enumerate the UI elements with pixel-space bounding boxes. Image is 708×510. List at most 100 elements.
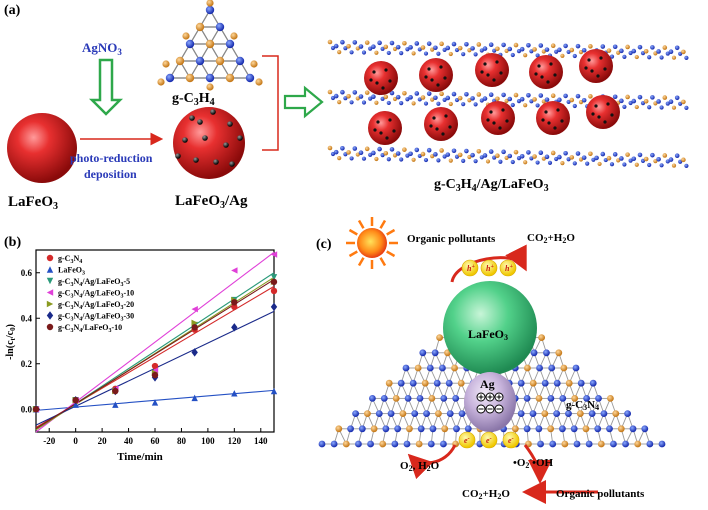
agno3-label: AgNO3 [82, 40, 122, 57]
sun-ray [379, 257, 387, 267]
lattice-atom [559, 425, 566, 433]
data-point [151, 371, 159, 379]
sun-ray [379, 219, 387, 229]
lattice-atom [434, 410, 442, 417]
y-axis-label: -ln(ct/c0) [5, 324, 17, 360]
lattice-atom [370, 425, 378, 433]
x-tick-label: 0 [73, 436, 78, 446]
lattice-atom [530, 349, 538, 357]
charge-carrier [458, 431, 476, 449]
data-point [32, 406, 40, 413]
molecule-atom [230, 32, 238, 40]
lattice-atom [555, 349, 563, 357]
lattice-atom [375, 410, 383, 417]
green-right-arrow [283, 85, 324, 119]
composite-structure [327, 39, 689, 168]
charge-label: e- [486, 436, 492, 445]
charge-carrier [499, 259, 517, 277]
legend-entry: g-C3N4/Ag/LaFeO3-30 [58, 312, 134, 323]
composite-sphere [475, 53, 509, 87]
data-point [270, 251, 278, 258]
lattice-atom [441, 425, 449, 433]
co2-h2o-top: CO2+H2O [527, 232, 575, 245]
lattice-atom [523, 425, 531, 433]
data-point [191, 305, 198, 313]
lattice-atom [397, 379, 405, 387]
lattice-atom [594, 425, 602, 433]
deposition-label: deposition [84, 167, 137, 181]
molecule-atom [206, 0, 214, 7]
x-tick-label: -20 [43, 436, 55, 446]
x-tick-label: 120 [228, 436, 242, 446]
y-tick-label: 0.2 [21, 359, 33, 369]
bottom-right-arrow [523, 444, 552, 484]
lattice-atom [658, 440, 666, 448]
lattice-atom [610, 440, 617, 448]
lattice-atom [452, 395, 460, 402]
lattice-atom [561, 440, 569, 448]
g-c3n4-molecule [157, 0, 263, 91]
lattice-atom [440, 440, 447, 448]
lattice-atom [330, 440, 338, 448]
composite-sphere [536, 101, 570, 135]
legend-entry: LaFeO3 [58, 266, 85, 277]
lattice-atom [646, 440, 654, 448]
lattice-atom [335, 425, 343, 433]
composite-sphere [424, 107, 458, 141]
lattice-atom [622, 440, 629, 448]
ag-nanoparticles [175, 109, 243, 167]
charge-label: e- [508, 436, 514, 445]
legend-marker [46, 300, 54, 308]
lattice-atom [379, 440, 387, 448]
ag-particle [464, 372, 516, 432]
charge-carrier [502, 431, 520, 449]
sun-ray [386, 250, 396, 258]
charge-label: e- [464, 436, 470, 445]
lattice-atom [571, 395, 579, 402]
lattice-atom [535, 425, 543, 433]
lattice-atom [417, 425, 425, 433]
lattice-atom [428, 395, 436, 402]
data-point [112, 401, 119, 408]
molecule-atom [255, 78, 263, 86]
x-tick-label: 80 [177, 436, 187, 446]
data-point [270, 274, 278, 281]
data-point [270, 278, 278, 286]
electrons-group: e-e-e- [458, 431, 520, 449]
lattice-atom [427, 440, 435, 448]
lattice-atom [364, 410, 371, 417]
lattice-atom [369, 395, 376, 402]
sun-ray [348, 250, 358, 258]
lattice-atom [560, 364, 568, 372]
lattice-atom [440, 395, 448, 402]
bottom-left-arrow [407, 444, 457, 480]
lattice-atom [387, 410, 395, 417]
lattice-atom [576, 410, 584, 417]
molecule-atom [195, 22, 205, 32]
lafeo3-c-label: LaFeO3 [468, 327, 508, 342]
lattice-atom [429, 425, 437, 433]
lattice-atom [426, 364, 434, 372]
photo-reduction-label: photo-reduction [70, 151, 153, 165]
lattice-atom [559, 395, 567, 402]
lattice-atom [421, 379, 429, 387]
legend-entry: g-C3N4 [58, 254, 82, 265]
data-point [72, 396, 79, 404]
lafeo3-ag-sphere [173, 107, 245, 179]
molecule-atom [215, 56, 225, 66]
lattice-atom [565, 379, 573, 387]
molecule-atom [185, 39, 195, 49]
lattice-atom [416, 395, 424, 402]
lattice-atom [629, 425, 637, 433]
lattice-atom [634, 440, 642, 448]
lattice-atom [458, 410, 466, 417]
lattice-atom [382, 425, 390, 433]
charge-carrier [480, 259, 498, 277]
data-point [72, 401, 79, 408]
lattice-atom [582, 425, 590, 433]
lattice-atom [380, 395, 388, 402]
molecule-atom [175, 56, 185, 66]
lattice-atom [577, 379, 585, 387]
lattice-atom [352, 410, 359, 417]
composite-sphere [529, 55, 563, 89]
